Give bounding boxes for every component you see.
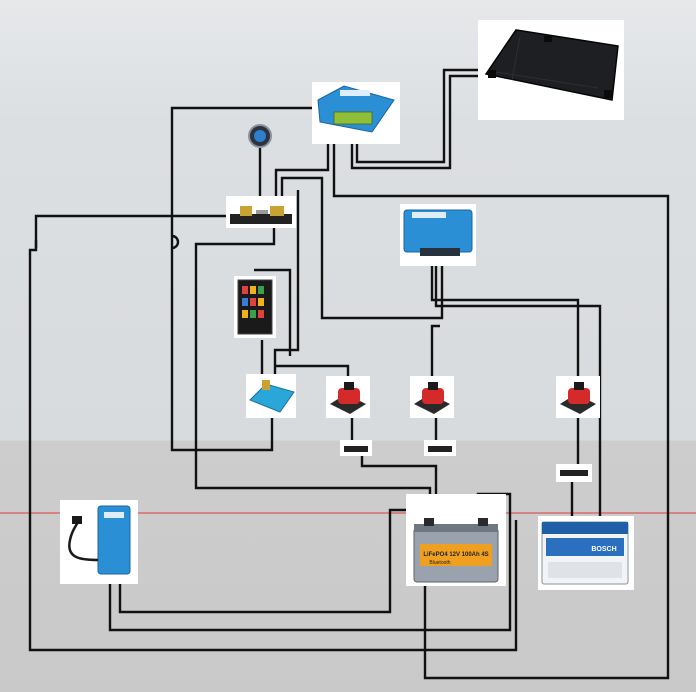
battery-switch-icon xyxy=(330,382,366,414)
charge-controller-icon xyxy=(317,85,395,133)
solar-panel[interactable] xyxy=(478,20,624,120)
wire-crossover xyxy=(171,234,180,250)
fuse-holder-icon xyxy=(560,470,588,476)
lifepo4-battery-sublabel: Bluetooth xyxy=(429,560,450,566)
shunt[interactable] xyxy=(226,196,296,228)
fuse-holder-icon xyxy=(344,446,368,452)
busbar-icon xyxy=(249,380,295,413)
fuse-holder-3[interactable] xyxy=(556,464,592,482)
dc-dc-charger[interactable] xyxy=(400,204,476,266)
battery-switch-icon xyxy=(414,382,450,414)
battery-switch-icon xyxy=(560,382,596,414)
fuse-box[interactable] xyxy=(234,276,276,338)
lifepo4-battery[interactable]: LiFePO4 12V 100Ah 4S Bluetooth xyxy=(406,494,506,586)
battery-switch-1[interactable] xyxy=(326,376,370,418)
dc-dc-charger-icon xyxy=(403,209,473,256)
battery-switch-2[interactable] xyxy=(410,376,454,418)
lifepo4-battery-icon: LiFePO4 12V 100Ah 4S Bluetooth xyxy=(413,518,499,583)
starter-battery[interactable]: BOSCH xyxy=(538,516,634,590)
fuse-box-icon xyxy=(237,279,273,335)
fuse-holder-icon xyxy=(428,446,452,452)
solar-charge-controller[interactable] xyxy=(312,82,400,144)
battery-monitor-display[interactable] xyxy=(248,124,272,148)
fuse-holder-2[interactable] xyxy=(424,440,456,456)
battery-switch-3[interactable] xyxy=(556,376,600,418)
ac-charger-icon xyxy=(68,505,131,575)
starter-battery-brand: BOSCH xyxy=(591,546,616,553)
starter-battery-icon: BOSCH xyxy=(541,521,629,585)
shunt-icon xyxy=(230,206,292,224)
lifepo4-battery-label: LiFePO4 12V 100Ah 4S xyxy=(423,552,488,558)
fuse-holder-1[interactable] xyxy=(340,440,372,456)
solar-panel-icon xyxy=(484,29,619,101)
busbar[interactable] xyxy=(246,374,296,418)
ac-charger[interactable] xyxy=(60,500,138,584)
